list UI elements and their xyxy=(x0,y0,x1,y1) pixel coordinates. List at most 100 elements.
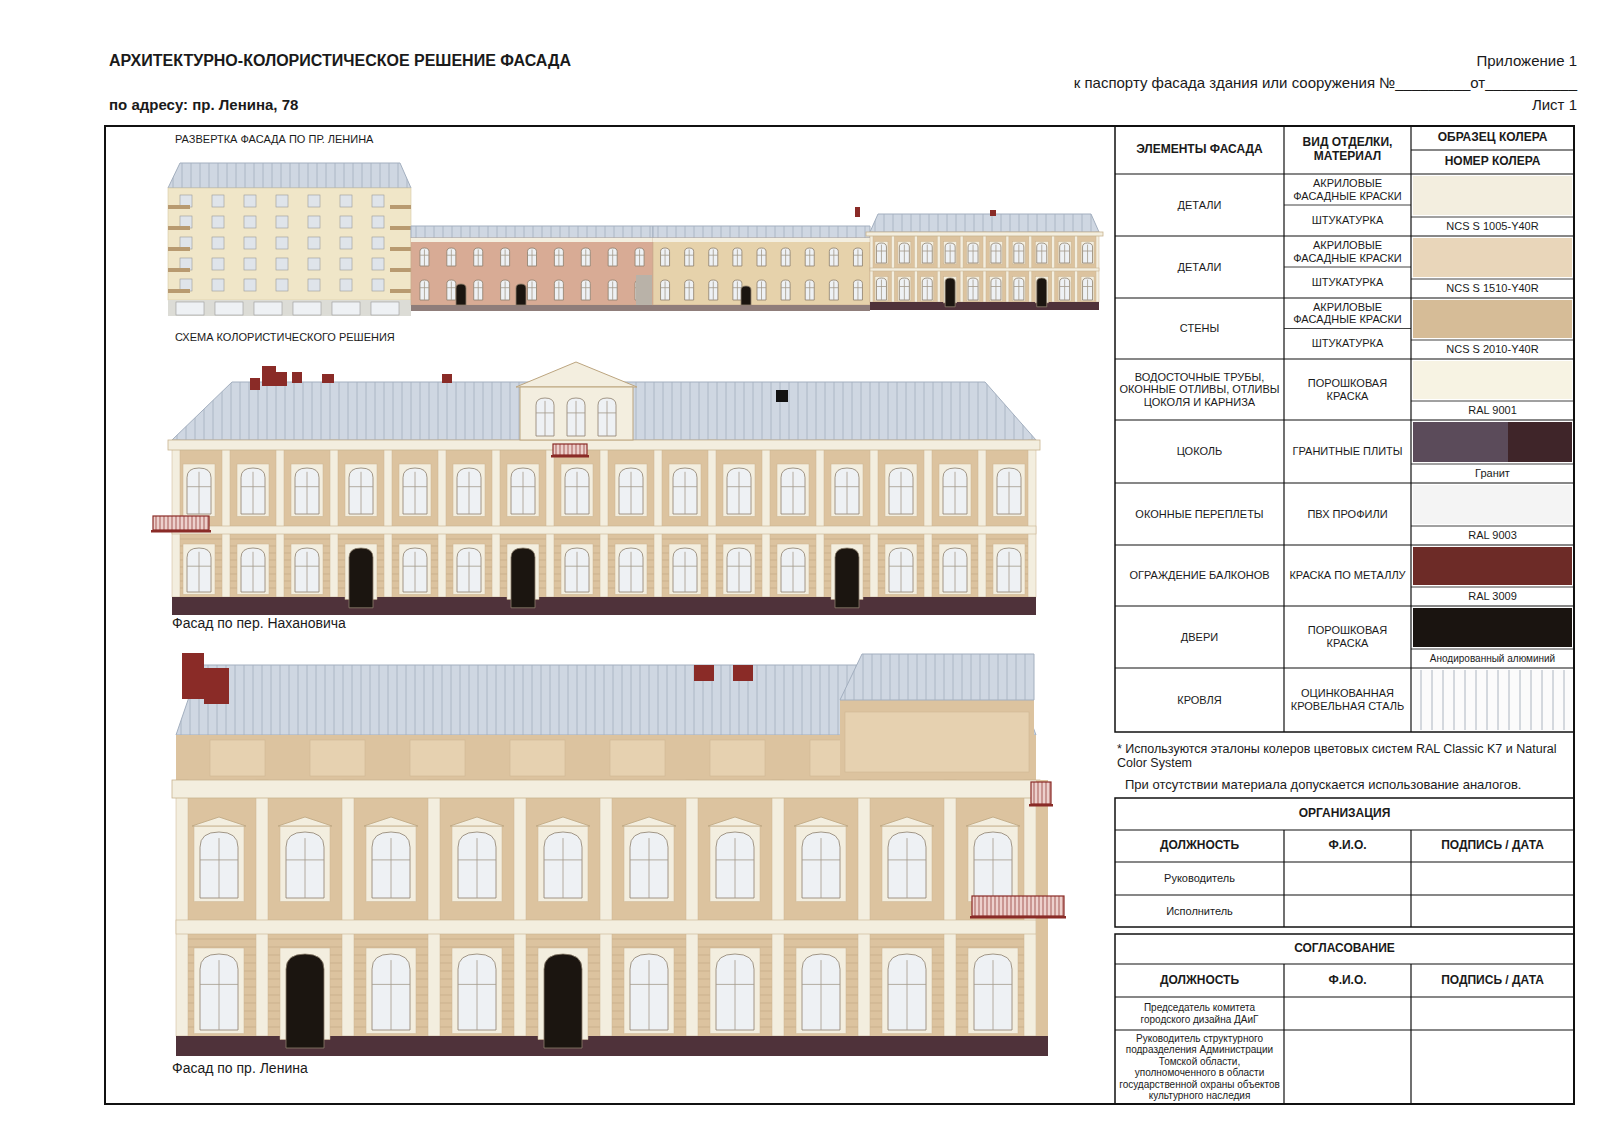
window-hood xyxy=(966,817,1020,826)
roof-seam xyxy=(442,665,443,735)
window-mullion xyxy=(685,472,686,514)
railing-bar xyxy=(995,896,996,916)
window-surround xyxy=(452,948,502,1034)
roof-seam xyxy=(479,226,480,238)
window-mullion xyxy=(689,249,690,266)
table-cell-box: ДВЕРИ xyxy=(1115,606,1284,668)
roof-seam xyxy=(854,654,855,700)
door xyxy=(516,284,526,305)
roof-seam xyxy=(978,382,979,440)
roof-seam xyxy=(721,665,722,735)
window xyxy=(544,832,582,898)
window-transom xyxy=(889,486,913,487)
railing-bar xyxy=(1031,896,1032,916)
roof-seam xyxy=(730,226,731,238)
roof-seam xyxy=(519,382,520,440)
window xyxy=(474,248,483,266)
window-transom xyxy=(567,412,585,413)
window-mullion xyxy=(631,472,632,514)
window-surround xyxy=(291,464,323,516)
window xyxy=(619,468,643,514)
window-transom xyxy=(458,859,496,860)
table-cell-box: ДЕТАЛИ xyxy=(1115,174,1284,236)
roof-seam xyxy=(501,382,502,440)
railing-bar xyxy=(184,516,185,530)
roof-seam xyxy=(933,382,934,440)
window xyxy=(565,468,589,514)
roof-seam xyxy=(227,163,228,188)
window-mullion xyxy=(809,281,810,300)
railing-bar xyxy=(564,444,565,455)
door xyxy=(286,954,324,1048)
window-transom xyxy=(295,566,319,567)
window xyxy=(244,258,256,270)
window-transom xyxy=(581,287,590,288)
roof-seams xyxy=(658,226,865,238)
window-mullion xyxy=(631,552,632,592)
table-border xyxy=(1115,126,1574,732)
window-mullion xyxy=(477,838,478,898)
window-surround xyxy=(615,544,647,594)
drawing-caption: Фасад по пр. Ленина xyxy=(172,1060,308,1076)
balcony xyxy=(168,268,190,272)
railing-bar xyxy=(1015,896,1016,916)
window-mullion xyxy=(199,552,200,592)
shop-window xyxy=(293,302,321,315)
window xyxy=(608,280,617,300)
window-surround xyxy=(967,277,980,301)
pilaster xyxy=(914,232,917,302)
window xyxy=(511,468,535,514)
table-cell: ЦОКОЛЬ xyxy=(1177,445,1223,458)
roof-seam xyxy=(406,665,407,735)
table-cell-box: КРОВЛЯ xyxy=(1115,668,1284,732)
window xyxy=(458,954,496,1030)
window-hood xyxy=(364,817,418,826)
window-surround xyxy=(710,948,760,1034)
window-mullion xyxy=(558,281,559,300)
railing-bar xyxy=(196,516,197,530)
chimney xyxy=(990,210,996,216)
roof-seam xyxy=(551,226,552,238)
roof-sample-seam xyxy=(1564,670,1565,730)
roof-seam xyxy=(177,382,178,440)
chimney xyxy=(694,665,714,681)
window-mullion xyxy=(1064,280,1065,300)
plinth xyxy=(653,305,870,311)
window-transom xyxy=(888,859,926,860)
pilaster xyxy=(978,440,986,597)
belt-course xyxy=(172,526,1036,534)
window-mullion xyxy=(821,838,822,898)
roof-seam xyxy=(685,226,686,238)
window-transom xyxy=(544,859,582,860)
window-mullion xyxy=(955,472,956,514)
window-mullion xyxy=(901,552,902,592)
window xyxy=(340,258,352,270)
window-mullion xyxy=(451,249,452,266)
window xyxy=(276,195,288,207)
roof-seam xyxy=(980,654,981,700)
drawing-title: СХЕМА КОЛОРИСТИЧЕСКОГО РЕШЕНИЯ xyxy=(175,331,395,344)
window-mullion xyxy=(995,245,996,263)
sheet-note: Приложение 1 xyxy=(1477,52,1578,69)
roof-seam xyxy=(685,665,686,735)
roof-seam xyxy=(460,665,461,735)
drawing-caption-box: Фасад по пр. Ленина xyxy=(172,1057,592,1079)
railing-bar xyxy=(192,516,193,530)
roof-seam xyxy=(213,382,214,440)
window-mullion xyxy=(973,245,974,263)
roof-seams xyxy=(416,226,650,238)
footnote-box: * Используются эталоны колеров цветовых … xyxy=(1117,737,1575,775)
roof-seam xyxy=(204,382,205,440)
table-cell-box: ПОРОШКОВАЯ КРАСКА xyxy=(1284,606,1411,668)
roof-seam xyxy=(429,382,430,440)
window xyxy=(276,258,288,270)
window-surround xyxy=(366,826,416,902)
window xyxy=(1014,278,1024,300)
railing-bar xyxy=(1019,896,1020,916)
roof-seam xyxy=(352,665,353,735)
roof xyxy=(411,226,653,238)
window-transom xyxy=(673,486,697,487)
window-mullion xyxy=(821,960,822,1030)
table-line xyxy=(1115,482,1574,483)
roof-seam xyxy=(757,226,758,238)
